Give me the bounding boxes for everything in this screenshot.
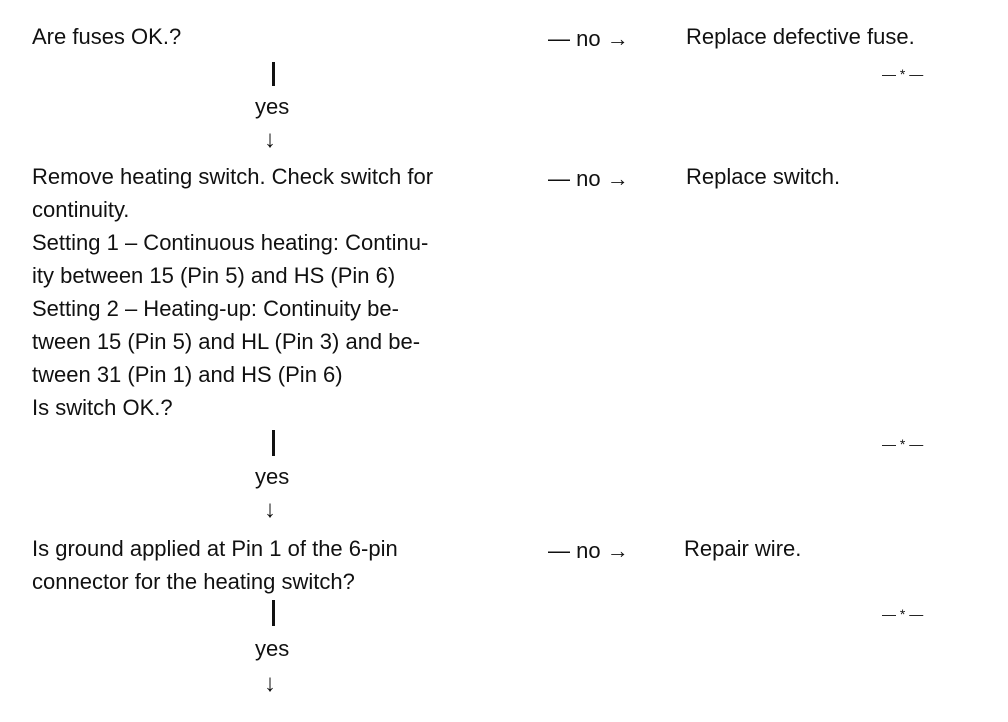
yes-label: yes <box>255 94 290 119</box>
question-switch: Remove heating switch. Check switch for … <box>32 160 433 424</box>
end-mark: — * — <box>882 436 924 452</box>
question-line: tween 31 (Pin 1) and HS (Pin 6) <box>32 362 343 387</box>
yes-connector-line <box>272 600 275 626</box>
yes-connector-line <box>272 62 275 86</box>
end-mark: — * — <box>882 66 924 82</box>
no-branch-arrow: — no → <box>548 166 629 191</box>
question-line: connector for the heating switch? <box>32 569 355 594</box>
question-line: ity between 15 (Pin 5) and HS (Pin 6) <box>32 263 396 288</box>
down-arrow: ↓ <box>264 496 276 523</box>
question-fuses: Are fuses OK.? <box>32 20 181 53</box>
yes-label: yes <box>255 464 290 489</box>
end-mark: — * — <box>882 606 924 622</box>
no-branch-arrow: — no → <box>548 26 629 51</box>
question-line: Are fuses OK.? <box>32 24 182 49</box>
question-line: Remove heating switch. Check switch for <box>32 164 434 189</box>
answer-replace-fuse: Replace defective fuse. <box>686 24 915 49</box>
question-line: Is ground applied at Pin 1 of the 6-pin <box>32 536 398 561</box>
question-line: Is switch OK.? <box>32 395 173 420</box>
question-line: tween 15 (Pin 5) and HL (Pin 3) and be- <box>32 329 421 354</box>
down-arrow: ↓ <box>264 670 276 697</box>
question-line: continuity. <box>32 197 130 222</box>
answer-replace-switch: Replace switch. <box>686 164 841 189</box>
yes-connector-line <box>272 430 275 456</box>
no-branch-arrow: — no → <box>548 538 629 563</box>
question-line: Setting 1 – Continuous heating: Continu- <box>32 230 429 255</box>
question-ground: Is ground applied at Pin 1 of the 6-pin … <box>32 532 398 598</box>
question-line: Setting 2 – Heating-up: Continuity be- <box>32 296 399 321</box>
down-arrow: ↓ <box>264 126 276 153</box>
yes-label: yes <box>255 636 290 661</box>
answer-repair-wire: Repair wire. <box>684 536 802 561</box>
